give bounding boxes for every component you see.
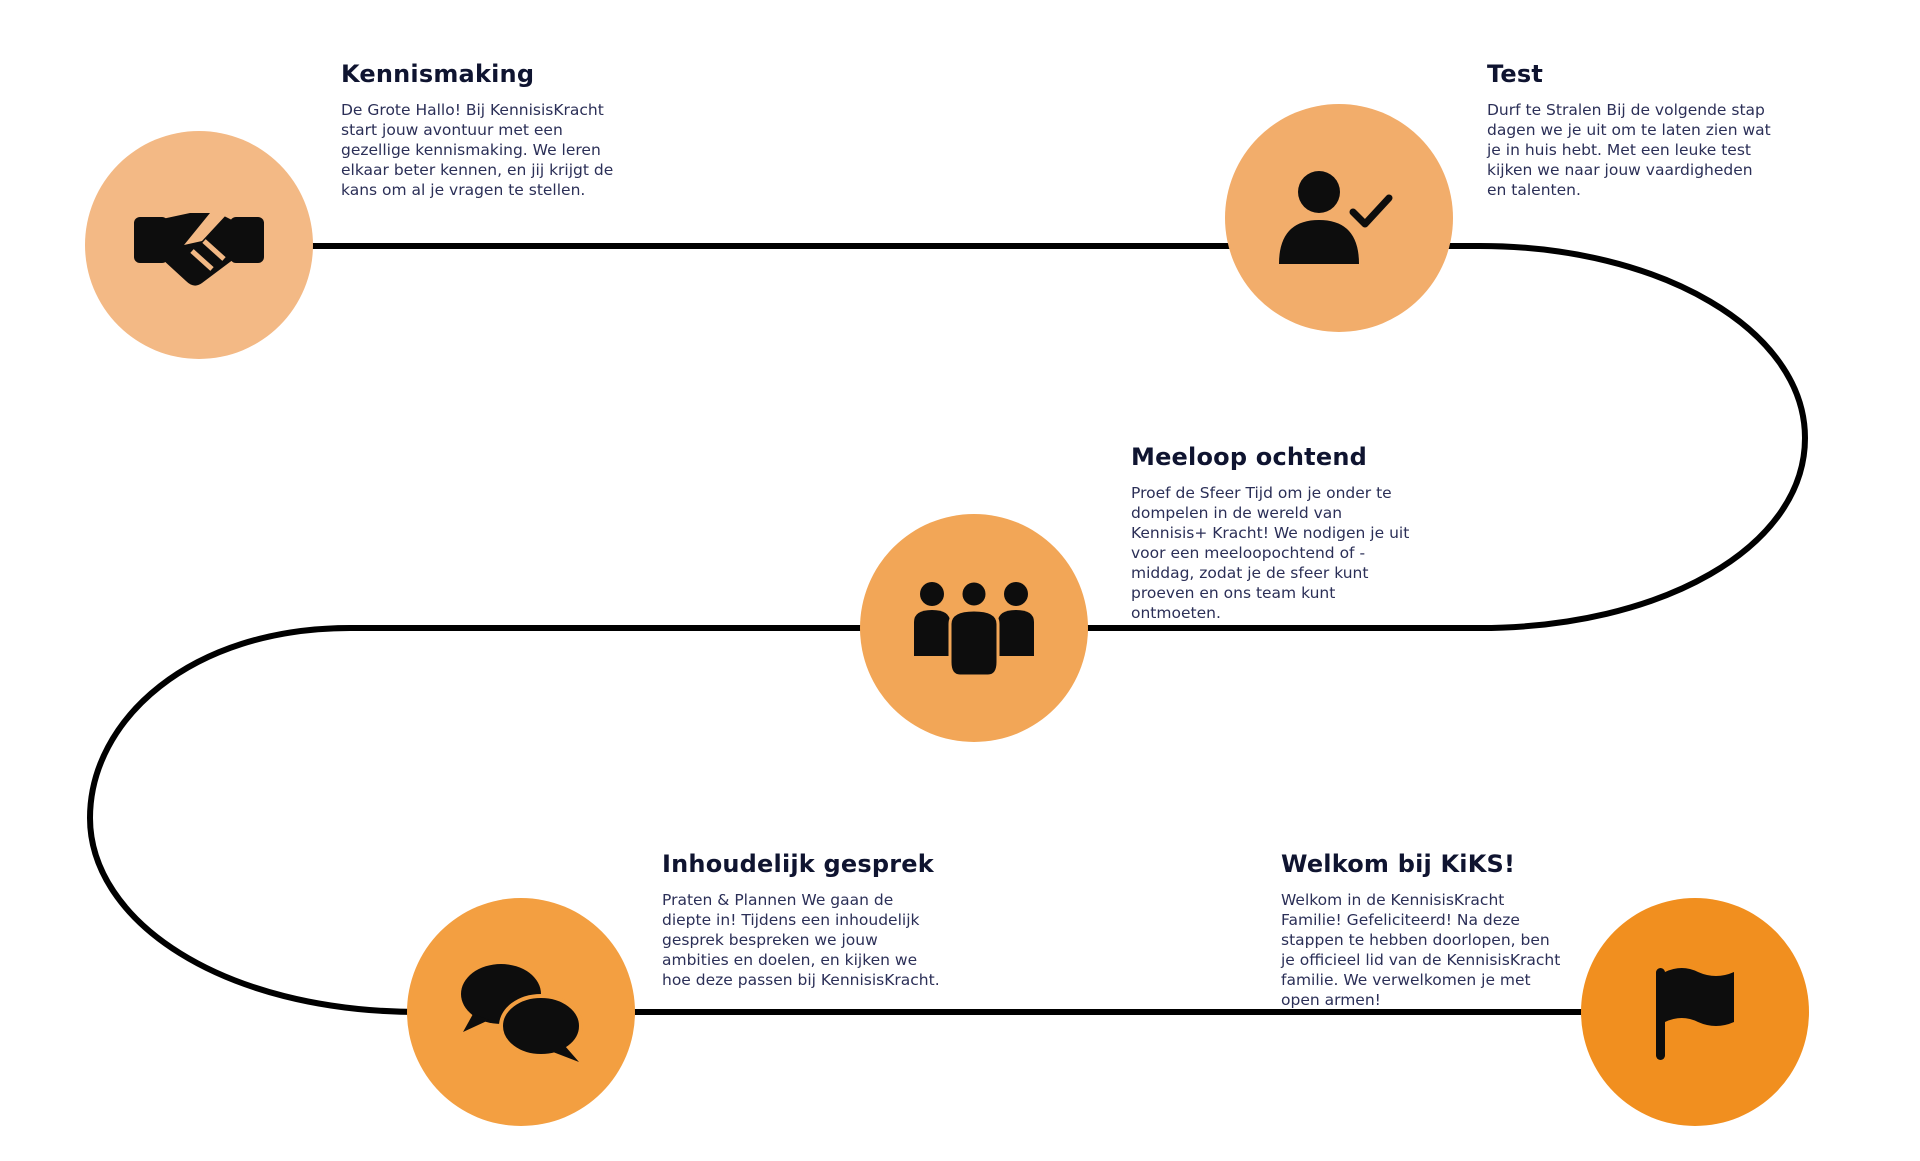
user-check-icon	[1279, 171, 1393, 264]
step-3-title: Meeloop ochtend	[1131, 443, 1367, 471]
people-group-icon	[914, 580, 1034, 676]
step-2-title: Test	[1487, 60, 1544, 88]
step-2-description: Durf te Stralen Bij de volgende stap dag…	[1487, 101, 1771, 199]
step-4-description: Praten & Plannen We gaan de diepte in! T…	[662, 891, 940, 989]
step-1-description: De Grote Hallo! Bij KennisisKracht start…	[341, 101, 614, 199]
step-1-text: Kennismaking De Grote Hallo! Bij Kennisi…	[341, 60, 641, 200]
step-4-circle	[407, 898, 635, 1126]
chat-bubbles-icon	[461, 964, 583, 1062]
step-2-circle	[1225, 104, 1453, 332]
journey-path-line	[86, 243, 1809, 1015]
step-3-circle	[860, 514, 1088, 742]
step-3-text: Meeloop ochtend Proef de Sfeer Tijd om j…	[1131, 443, 1431, 623]
step-3-description: Proef de Sfeer Tijd om je onder te dompe…	[1131, 484, 1410, 622]
step-5-text: Welkom bij KiKS! Welkom in de KennisisKr…	[1281, 850, 1581, 1010]
step-4-text: Inhoudelijk gesprek Praten & Plannen We …	[662, 850, 962, 990]
handshake-icon	[134, 213, 264, 286]
step-5-circle	[1581, 898, 1809, 1126]
step-5-title: Welkom bij KiKS!	[1281, 850, 1516, 878]
step-1-title: Kennismaking	[341, 60, 535, 88]
step-4-title: Inhoudelijk gesprek	[662, 850, 934, 878]
flag-icon	[1656, 968, 1734, 1060]
step-5-description: Welkom in de KennisisKracht Familie! Gef…	[1281, 891, 1561, 1009]
step-1-circle	[85, 131, 313, 359]
step-2-text: Test Durf te Stralen Bij de volgende sta…	[1487, 60, 1787, 200]
